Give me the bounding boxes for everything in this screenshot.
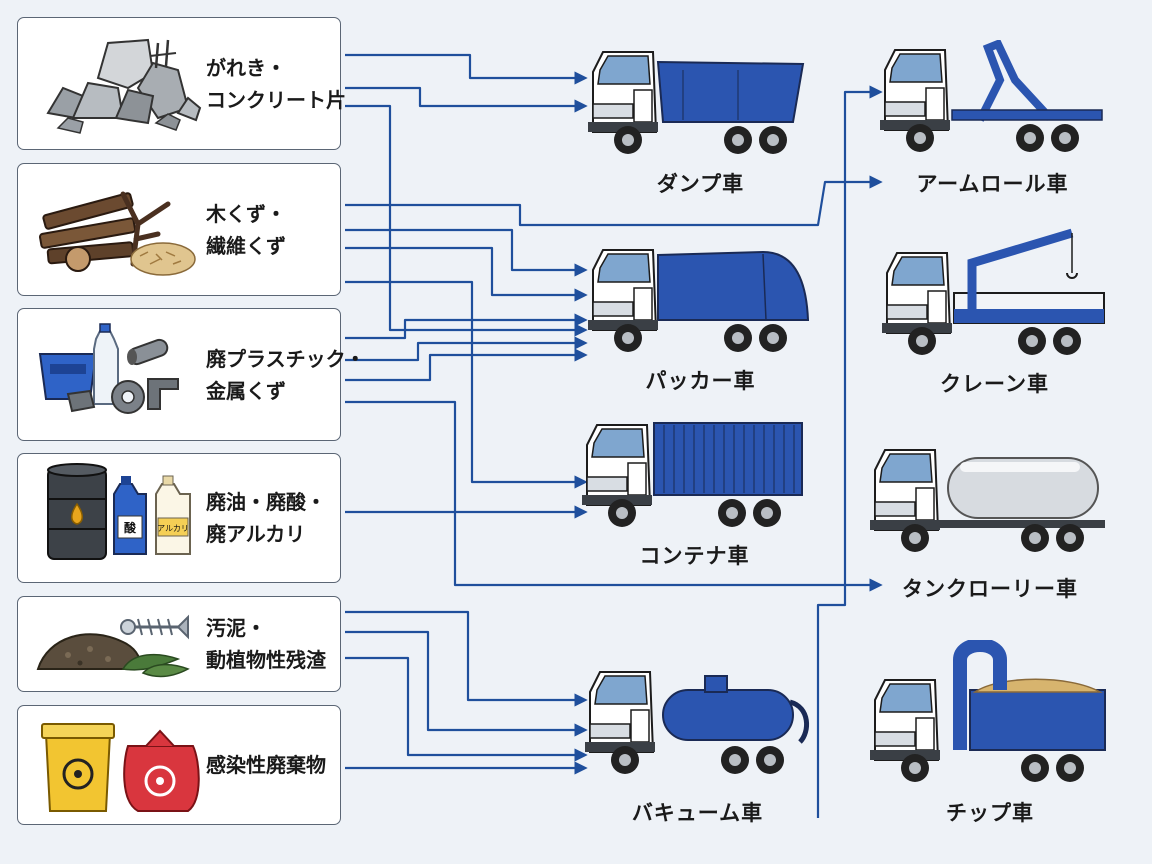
vehicle-label-packer: パッカー車 bbox=[645, 369, 756, 393]
crane-truck-icon bbox=[882, 228, 1105, 355]
tanker-truck-icon: 危 bbox=[870, 449, 1105, 552]
vehicle-vacuum-truck bbox=[585, 662, 810, 782]
waste-box-oil: 酸 アルカリ 廃油・廃酸・ 廃アルカリ bbox=[17, 453, 341, 583]
wood-icon bbox=[28, 164, 203, 295]
vehicle-container-truck bbox=[582, 415, 807, 535]
waste-box-infectious: 感染性廃棄物 bbox=[17, 705, 341, 825]
connection-arrow bbox=[345, 104, 588, 337]
connection-arrow bbox=[345, 336, 588, 362]
waste-label-oil: 廃油・廃酸・ 廃アルカリ bbox=[206, 454, 334, 582]
connection-arrow bbox=[345, 175, 883, 227]
connection-arrow bbox=[345, 656, 588, 762]
vehicle-packer-truck bbox=[588, 240, 813, 360]
waste-label-line: 廃油・廃酸・ bbox=[206, 490, 326, 514]
chip-truck-icon bbox=[870, 638, 1106, 782]
bottle-label-acid: 酸 bbox=[124, 520, 137, 535]
vehicle-label-chip: チップ車 bbox=[946, 801, 1034, 825]
bottle-label-alkali: アルカリ bbox=[157, 524, 189, 533]
waste-box-wood: 木くず・ 繊維くず bbox=[17, 163, 341, 296]
rubble-icon bbox=[28, 18, 203, 149]
waste-label-line: 廃アルカリ bbox=[206, 522, 306, 546]
armroll-truck-icon bbox=[880, 38, 1103, 152]
vehicle-armroll-truck bbox=[880, 38, 1105, 160]
vehicle-tanker-truck: 危 bbox=[870, 440, 1110, 565]
waste-label-line: 感染性廃棄物 bbox=[206, 753, 326, 777]
vehicle-label-dump: ダンプ車 bbox=[656, 172, 745, 196]
vehicle-chip-truck bbox=[870, 638, 1110, 790]
waste-label-rubble: がれき・ コンクリート片 bbox=[206, 18, 346, 149]
waste-label-wood: 木くず・ 繊維くず bbox=[206, 164, 334, 295]
vehicle-label-container: コンテナ車 bbox=[639, 544, 750, 568]
connection-arrow bbox=[345, 400, 883, 592]
connection-arrow bbox=[345, 246, 588, 302]
dump-truck-icon bbox=[588, 51, 805, 154]
container-truck-icon bbox=[582, 422, 803, 527]
waste-box-sludge: 汚泥・ 動植物性残渣 bbox=[17, 596, 341, 692]
drum-bottle-icon: 酸 アルカリ bbox=[28, 454, 203, 582]
vehicle-label-armroll: アームロール車 bbox=[916, 172, 1069, 196]
vehicle-crane-truck bbox=[882, 228, 1107, 363]
waste-label-plastic: 廃プラスチック・ 金属くず bbox=[206, 309, 366, 440]
waste-label-line: 汚泥・ bbox=[206, 616, 266, 640]
connection-arrow bbox=[345, 280, 588, 489]
vehicle-dump-truck bbox=[588, 42, 813, 162]
waste-label-line: 金属くず bbox=[206, 378, 286, 403]
connection-arrow bbox=[345, 610, 588, 707]
vehicle-label-tanker: タンクローリー車 bbox=[902, 577, 1078, 601]
waste-label-line: 木くず・ bbox=[206, 201, 286, 226]
packer-truck-icon bbox=[588, 249, 810, 352]
waste-label-sludge: 汚泥・ 動植物性残渣 bbox=[206, 597, 334, 691]
biohazard-icon bbox=[28, 706, 203, 824]
waste-label-line: 動植物性残渣 bbox=[206, 648, 326, 672]
vacuum-truck-icon bbox=[585, 671, 810, 774]
connection-arrow bbox=[816, 85, 883, 818]
plastic-metal-icon bbox=[28, 309, 203, 440]
waste-label-line: がれき・ bbox=[206, 55, 286, 80]
vehicle-label-crane: クレーン車 bbox=[940, 372, 1049, 396]
connection-arrow bbox=[345, 86, 588, 113]
connection-arrow bbox=[345, 53, 588, 85]
connection-arrow bbox=[345, 630, 588, 737]
connection-arrow bbox=[345, 228, 588, 277]
connection-arrow bbox=[345, 313, 588, 340]
waste-box-rubble: がれき・ コンクリート片 bbox=[17, 17, 346, 150]
sludge-fish-icon bbox=[28, 597, 203, 691]
waste-box-plastic: 廃プラスチック・ 金属くず bbox=[17, 308, 366, 441]
waste-label-line: 繊維くず bbox=[206, 233, 286, 258]
waste-label-line: 廃プラスチック・ bbox=[206, 346, 366, 371]
vehicle-label-vacuum: バキューム車 bbox=[631, 801, 764, 825]
waste-label-infectious: 感染性廃棄物 bbox=[206, 706, 334, 824]
connection-arrow bbox=[345, 348, 588, 382]
waste-label-line: コンクリート片 bbox=[206, 87, 346, 112]
